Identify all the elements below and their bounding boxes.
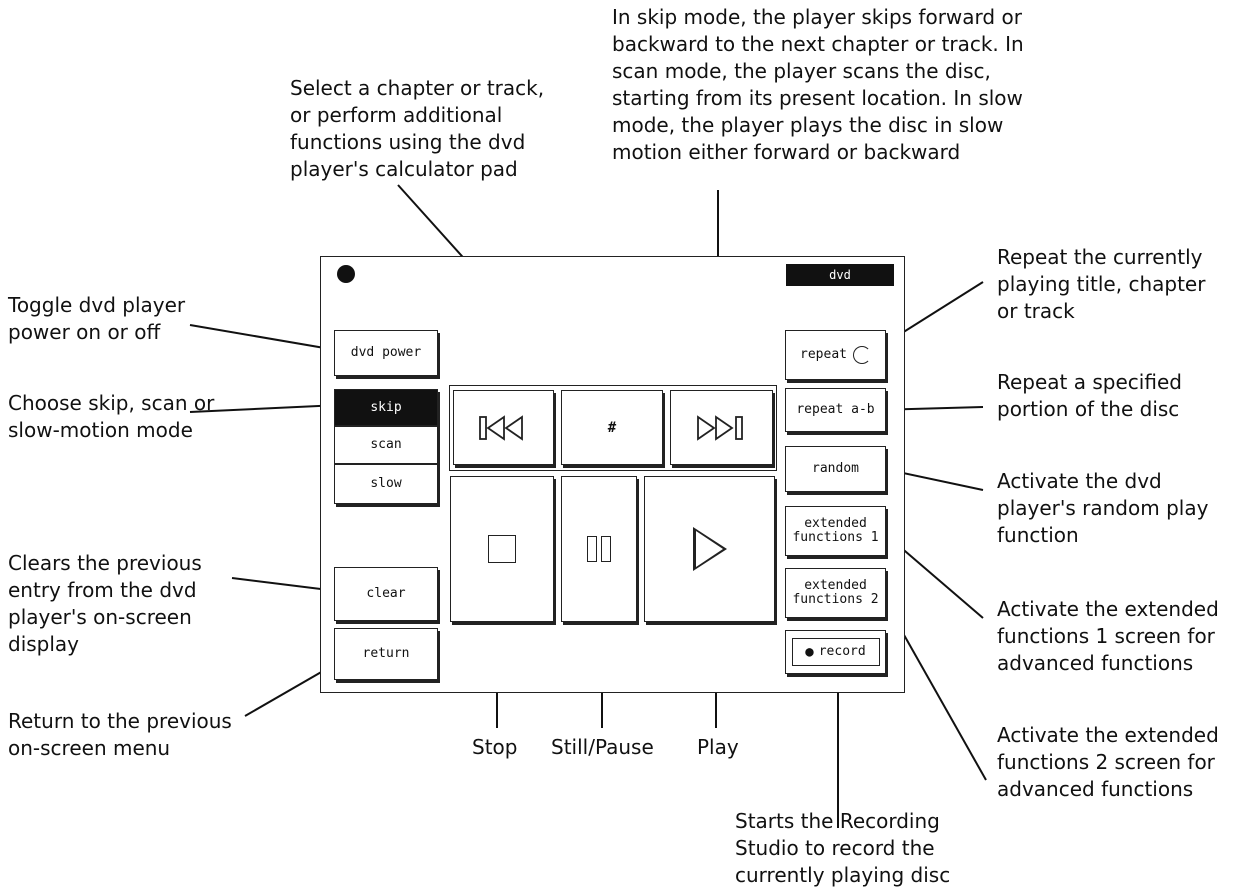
ext1-label-line2: functions 1 xyxy=(792,530,879,545)
repeat-ab-button[interactable]: repeat a-b xyxy=(785,388,886,432)
record-button[interactable]: ● record xyxy=(785,630,886,674)
random-button[interactable]: random xyxy=(785,446,886,492)
repeat-loop-icon xyxy=(852,346,871,364)
repeat-button[interactable]: repeat xyxy=(785,330,886,380)
callout-extended-2: Activate the extended functions 2 screen… xyxy=(997,723,1219,801)
slow-mode-button[interactable]: slow xyxy=(334,464,438,504)
mode-selector: skip scan slow xyxy=(334,389,438,504)
return-button[interactable]: return xyxy=(334,628,438,680)
callout-number-pad: Select a chapter or track, or perform ad… xyxy=(290,76,545,181)
pause-button[interactable] xyxy=(561,476,637,622)
stop-button[interactable] xyxy=(450,476,554,622)
mode-badge: dvd xyxy=(786,264,894,286)
ext1-label-line1: extended xyxy=(804,516,867,531)
ext2-label-line2: functions 2 xyxy=(792,592,879,607)
power-indicator-dot xyxy=(337,265,355,283)
callout-clear: Clears the previous entry from the dvd p… xyxy=(8,551,202,656)
play-icon xyxy=(692,527,727,571)
record-button-frame: ● record xyxy=(791,638,880,666)
callout-repeat-ab: Repeat a specified portion of the disc xyxy=(997,370,1182,421)
repeat-label: repeat xyxy=(800,347,847,362)
callout-skip-scan-slow: In skip mode, the player skips forward o… xyxy=(612,5,1024,164)
callout-random: Activate the dvd player's random play fu… xyxy=(997,469,1209,547)
stop-icon xyxy=(488,535,516,563)
callout-repeat: Repeat the currently playing title, chap… xyxy=(997,245,1206,323)
callout-mode: Choose skip, scan or slow-motion mode xyxy=(8,391,215,442)
leader-power xyxy=(189,324,343,352)
label-stop: Stop xyxy=(472,735,518,759)
record-dot-icon: ● xyxy=(805,644,814,660)
callout-return: Return to the previous on-screen menu xyxy=(8,709,232,760)
skip-forward-button[interactable] xyxy=(670,390,773,465)
callout-extended-1: Activate the extended functions 1 screen… xyxy=(997,597,1219,675)
scan-mode-button[interactable]: scan xyxy=(334,426,438,464)
label-play: Play xyxy=(697,735,739,759)
leader-mode xyxy=(189,404,341,413)
number-pad-button[interactable]: # xyxy=(561,390,663,465)
skip-back-button[interactable] xyxy=(453,390,554,465)
extended-functions-2-button[interactable]: extended functions 2 xyxy=(785,568,886,618)
dvd-power-button[interactable]: dvd power xyxy=(334,330,438,376)
skip-back-icon xyxy=(478,414,523,441)
skip-mode-button[interactable]: skip xyxy=(334,389,438,426)
play-button[interactable] xyxy=(644,476,775,622)
clear-button[interactable]: clear xyxy=(334,567,438,621)
record-label: record xyxy=(818,644,866,659)
ext2-label-line1: extended xyxy=(804,578,867,593)
callout-record: Starts the Recording Studio to record th… xyxy=(735,809,951,887)
label-still-pause: Still/Pause xyxy=(551,735,654,759)
navigation-tray xyxy=(449,385,777,471)
callout-power: Toggle dvd player power on or off xyxy=(8,293,186,344)
extended-functions-1-button[interactable]: extended functions 1 xyxy=(785,506,886,556)
skip-forward-icon xyxy=(696,414,743,441)
pause-icon xyxy=(587,536,611,562)
